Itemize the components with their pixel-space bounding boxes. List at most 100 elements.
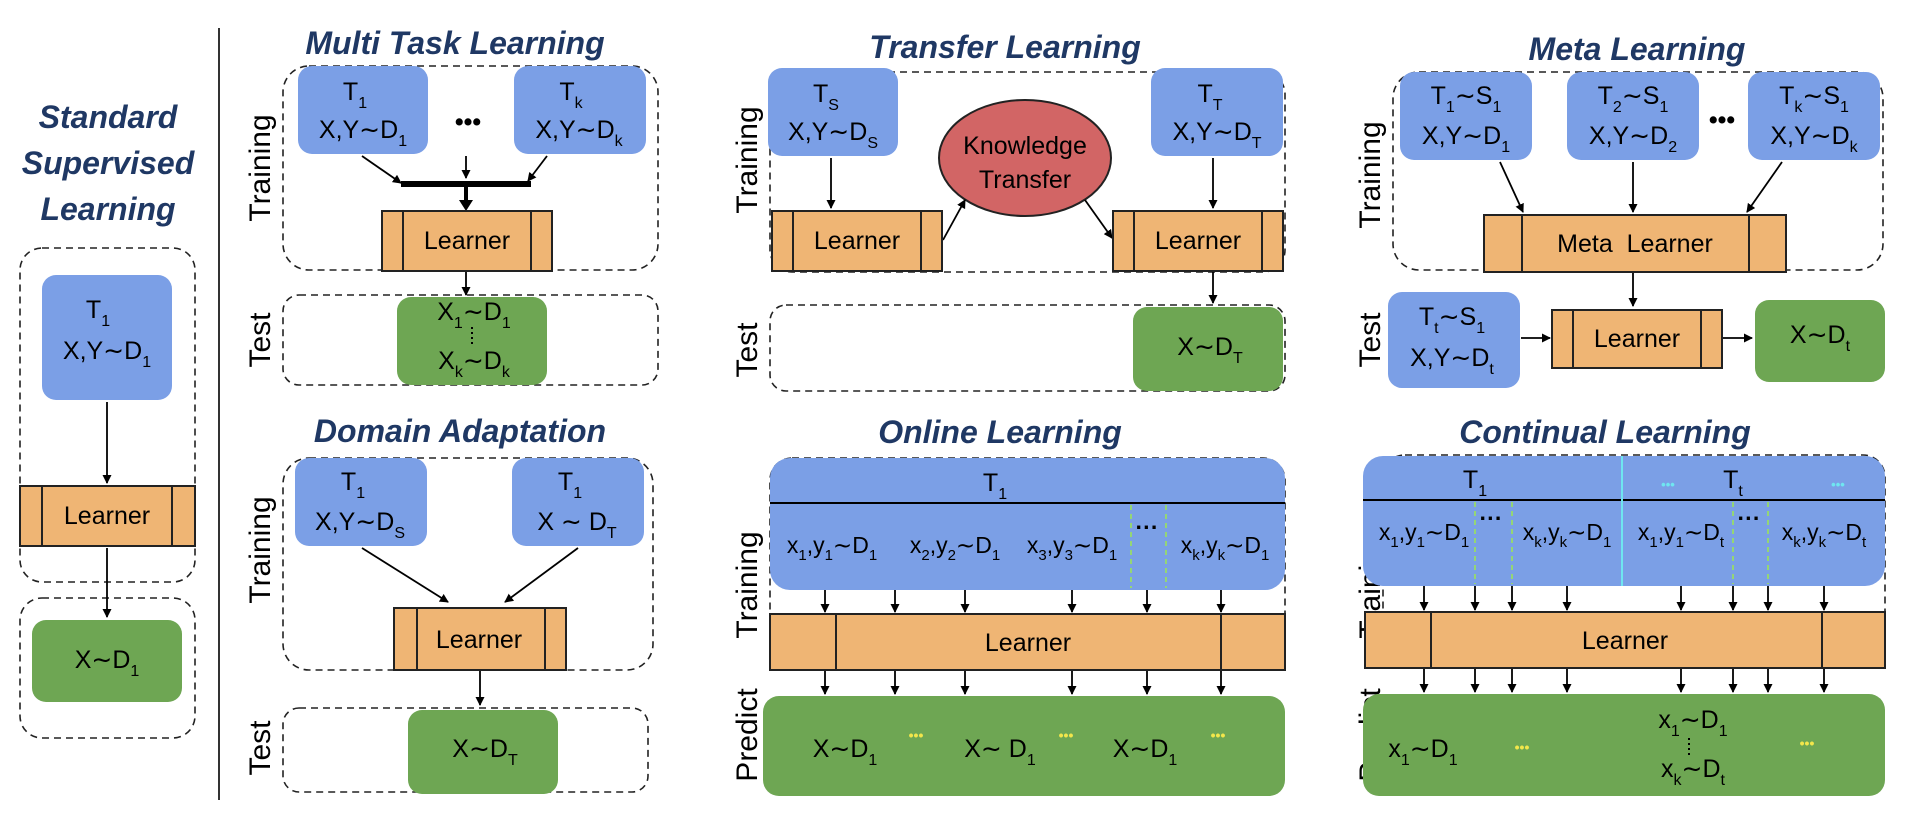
meta-taskk-box <box>1748 72 1880 160</box>
meta-task1-data: X,Y∼D1 <box>1422 122 1510 156</box>
continual-item-1: x1,y1∼D1 <box>1379 519 1469 551</box>
domain-source-task: T1 <box>341 468 365 502</box>
standard-title-line1: Standard <box>39 99 179 135</box>
online-dots: ··· <box>1136 514 1159 540</box>
domain-title: Domain Adaptation <box>314 413 606 449</box>
continual-pred-dots-2: ••• <box>1800 735 1815 751</box>
standard-learner-box <box>19 485 196 547</box>
online-stream-header: T1 <box>983 469 1007 503</box>
meta-test-task-label: Tt∼S1 <box>1419 303 1485 337</box>
meta-taskk-label: Tk∼S1 <box>1779 82 1849 116</box>
online-item-2: x2,y2∼D1 <box>910 532 1000 564</box>
continual-header-dots-1: ••• <box>1661 477 1675 492</box>
domain-training-region <box>282 457 654 671</box>
meta-task2-box <box>1567 72 1699 160</box>
multitask-test-itemk: Xk∼Dk <box>438 347 511 381</box>
continual-header-2: Tt <box>1723 466 1743 500</box>
continual-stream-box <box>1363 456 1885 586</box>
meta-output-label: X∼Dt <box>1790 321 1851 355</box>
domain-output-label: X∼DT <box>452 735 518 769</box>
meta-test-task-box <box>1388 292 1520 388</box>
meta-side-training: Training <box>1354 121 1387 228</box>
multitask-task1-label: T1 <box>343 78 367 112</box>
transfer-output-box <box>1133 307 1283 391</box>
continual-dots-2: ··· <box>1738 505 1761 531</box>
panel-meta-learning: Meta Learning Training Test T1∼S1 X,Y∼D1… <box>1354 31 1885 388</box>
multitask-task1-box <box>298 66 428 154</box>
multitask-task1-data: X,Y∼D1 <box>319 116 407 150</box>
multitask-training-region <box>282 65 659 271</box>
transfer-learner-left <box>771 210 943 272</box>
panel-continual-learning: Continual Learning Training Predict T1 •… <box>1354 414 1886 796</box>
meta-task2-label: T2∼S1 <box>1598 82 1669 116</box>
online-title: Online Learning <box>878 414 1122 450</box>
continual-pred-dots-1: ••• <box>1515 739 1530 755</box>
transfer-title: Transfer Learning <box>869 29 1140 65</box>
online-pred-2: X∼ D1 <box>964 735 1036 769</box>
transfer-target-task: TT <box>1197 80 1222 114</box>
domain-source-data: X,Y∼DS <box>315 508 405 542</box>
domain-learner-box <box>393 607 567 671</box>
multitask-learner-label: Learner <box>424 227 510 255</box>
online-side-training: Training <box>731 531 764 638</box>
online-stream-box <box>770 458 1285 590</box>
continual-header-1: T1 <box>1463 466 1487 500</box>
standard-task-box <box>42 275 172 400</box>
continual-item-3: x1,y1∼Dt <box>1638 519 1725 551</box>
online-learner-box <box>769 613 1286 671</box>
transfer-side-test: Test <box>731 322 764 378</box>
meta-output-box <box>1755 300 1885 382</box>
transfer-test-region <box>769 304 1286 392</box>
panel-domain-adaptation: Domain Adaptation Training Test T1 X,Y∼D… <box>244 413 654 794</box>
online-predict-box <box>763 696 1285 796</box>
online-pred-1: X∼D1 <box>813 735 878 769</box>
transfer-output-label: X∼DT <box>1177 333 1243 367</box>
meta-task1-box <box>1400 72 1532 160</box>
standard-title-line3: Learning <box>40 191 175 227</box>
continual-item-2: xk,yk∼D1 <box>1523 519 1612 551</box>
standard-learner-label: Learner <box>64 502 150 530</box>
standard-task-label: T1 <box>86 296 110 330</box>
meta-learner-box <box>1483 214 1787 273</box>
domain-learner-label: Learner <box>436 626 522 654</box>
online-learner-label: Learner <box>985 629 1071 657</box>
meta-ellipsis: ••• <box>1709 106 1735 134</box>
online-item-k: xk,yk∼D1 <box>1181 532 1270 564</box>
domain-target-box <box>512 458 644 546</box>
meta-task1-label: T1∼S1 <box>1431 82 1502 116</box>
continual-pred-1: x1∼D1 <box>1388 735 1457 769</box>
continual-dots-1: ··· <box>1480 505 1503 531</box>
continual-output-arrows <box>1419 669 1829 693</box>
multitask-learner-box <box>381 210 553 272</box>
online-side-predict: Predict <box>731 688 764 782</box>
continual-input-arrows <box>1419 586 1829 611</box>
multitask-taskk-box <box>514 66 646 154</box>
transfer-learner-right-label: Learner <box>1155 227 1241 255</box>
continual-title: Continual Learning <box>1459 414 1751 450</box>
online-pred-dots-3: ••• <box>1211 727 1226 743</box>
online-output-arrows <box>820 671 1226 695</box>
online-item-3: x3,y3∼D1 <box>1027 532 1117 564</box>
transfer-source-box <box>768 68 898 156</box>
multitask-taskk-label: Tk <box>559 78 583 112</box>
domain-target-data: X ∼ DT <box>537 508 617 542</box>
meta-test-data-label: X,Y∼Dt <box>1410 344 1494 378</box>
meta-learner-label: Meta Learner <box>1557 230 1713 258</box>
transfer-side-training: Training <box>731 106 764 213</box>
continual-learner-label: Learner <box>1582 627 1668 655</box>
multitask-ellipsis: ••• <box>455 108 481 136</box>
domain-source-box <box>295 458 427 546</box>
panel-transfer-learning: Transfer Learning Training Test TS X,Y∼D… <box>731 29 1286 392</box>
continual-learner-box <box>1364 611 1886 669</box>
meta-title: Meta Learning <box>1529 31 1746 67</box>
meta-side-test: Test <box>1354 312 1387 368</box>
online-pred-dots-1: ••• <box>909 727 924 743</box>
transfer-source-data: X,Y∼DS <box>788 118 878 152</box>
meta-task2-data: X,Y∼D2 <box>1589 122 1677 156</box>
transfer-target-box <box>1151 68 1283 156</box>
domain-side-test: Test <box>244 720 277 776</box>
knowledge-transfer-ellipse <box>938 99 1112 217</box>
multitask-taskk-data: X,Y∼Dk <box>535 116 623 150</box>
domain-side-training: Training <box>244 496 277 603</box>
transfer-target-data: X,Y∼DT <box>1172 118 1261 152</box>
